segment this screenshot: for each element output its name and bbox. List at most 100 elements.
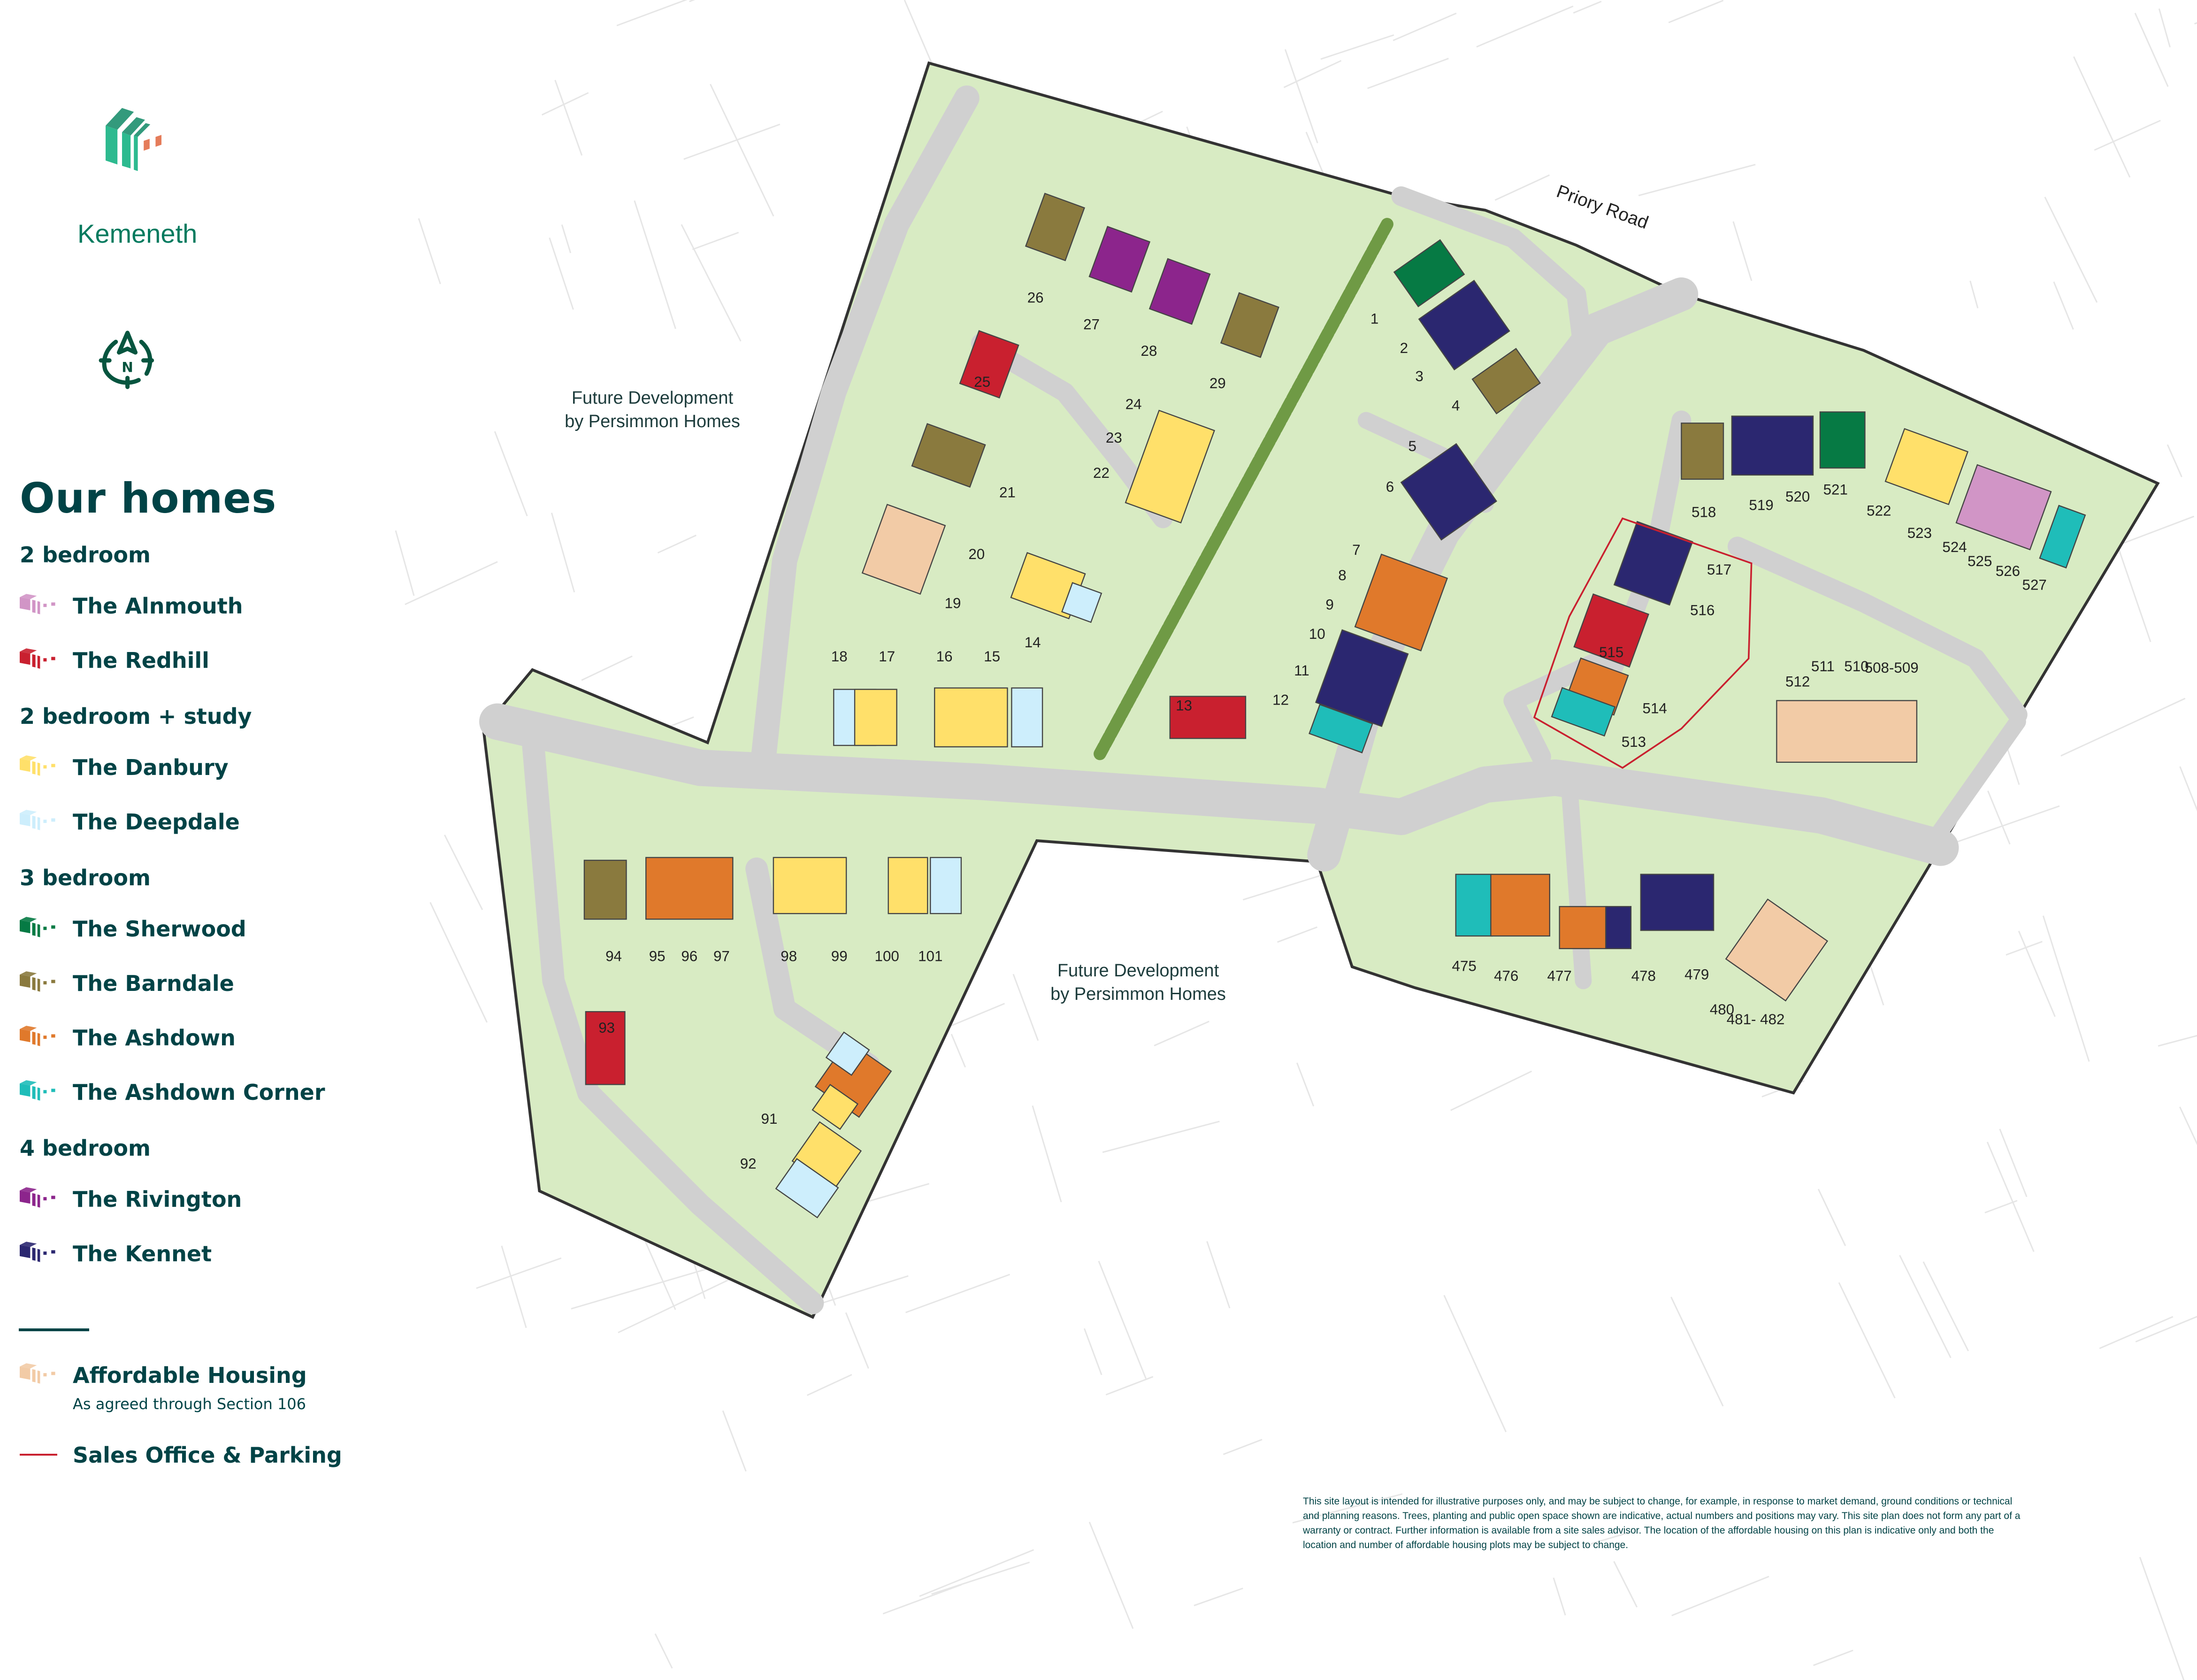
- house-plot[interactable]: [585, 1011, 626, 1085]
- house-plot[interactable]: [645, 857, 734, 920]
- house-plot[interactable]: [930, 857, 962, 914]
- house-plot[interactable]: [934, 687, 1008, 748]
- house-plot[interactable]: [1725, 898, 1829, 1002]
- plot-number: 477: [1547, 967, 1572, 984]
- house-plot[interactable]: [1605, 906, 1632, 950]
- house-plot[interactable]: [811, 1084, 859, 1130]
- context-line: [551, 513, 575, 593]
- house-plot[interactable]: [1025, 192, 1085, 261]
- context-line: [654, 1633, 673, 1669]
- house-type-icon: [20, 753, 59, 782]
- house-plot[interactable]: [1088, 226, 1151, 293]
- house-plot[interactable]: [861, 504, 946, 595]
- plot-number: 2: [1400, 340, 1408, 356]
- plot-number: 5: [1408, 438, 1416, 454]
- house-plot[interactable]: [1613, 521, 1693, 606]
- house-plot[interactable]: [1819, 411, 1866, 469]
- plot-number: 98: [781, 948, 797, 965]
- legend-item: The Sherwood: [20, 915, 246, 943]
- house-plot[interactable]: [888, 857, 928, 914]
- context-line: [618, 1271, 746, 1334]
- house-plot[interactable]: [1455, 874, 1493, 937]
- house-plot[interactable]: [773, 857, 847, 914]
- plot-number: 523: [1907, 525, 1932, 541]
- plot-number: 19: [945, 595, 961, 611]
- plot-number: 93: [598, 1020, 615, 1036]
- context-line: [683, 123, 781, 160]
- house-plot[interactable]: [1061, 582, 1102, 623]
- plot-number: 23: [1106, 430, 1122, 446]
- plot-number: 24: [1125, 396, 1142, 413]
- house-plot[interactable]: [1681, 422, 1724, 480]
- house-plot[interactable]: [825, 1031, 870, 1076]
- sales-office-line-icon: [20, 1454, 57, 1456]
- house-plot[interactable]: [1573, 593, 1649, 668]
- context-line: [692, 231, 739, 250]
- house-plot[interactable]: [1776, 700, 1918, 763]
- house-plot[interactable]: [1125, 409, 1215, 524]
- context-line: [1813, 1649, 1853, 1666]
- context-line: [634, 200, 676, 329]
- house-plot[interactable]: [854, 689, 897, 746]
- house-plot[interactable]: [1418, 279, 1510, 371]
- plot-number: 21: [999, 484, 1016, 501]
- house-plot[interactable]: [2039, 505, 2086, 569]
- house-plot[interactable]: [1169, 696, 1247, 739]
- context-line: [1105, 1376, 1154, 1396]
- legend-item-label: The Alnmouth: [73, 593, 243, 619]
- legend-item: The Barndale: [20, 969, 234, 997]
- house-plot[interactable]: [1354, 553, 1448, 652]
- plot-number: 13: [1176, 697, 1192, 713]
- legend-group-heading: 4 bedroom: [20, 1135, 151, 1161]
- house-plot[interactable]: [583, 859, 627, 920]
- plot-number: 27: [1083, 316, 1100, 332]
- context-line: [1668, 0, 1724, 23]
- road: [1391, 186, 1593, 361]
- house-plot[interactable]: [1393, 239, 1465, 307]
- legend-title: Our homes: [20, 474, 277, 522]
- house-plot[interactable]: [775, 1158, 839, 1219]
- context-line: [581, 655, 633, 681]
- context-line: [2094, 120, 2161, 151]
- house-plot[interactable]: [1148, 258, 1211, 325]
- house-plot[interactable]: [1490, 874, 1550, 937]
- context-line: [1984, 1200, 2018, 1213]
- plot-number: 20: [968, 546, 985, 562]
- context-line: [950, 1034, 966, 1068]
- context-line: [1937, 805, 2060, 850]
- house-plot[interactable]: [1731, 415, 1814, 476]
- plot-number: 92: [740, 1155, 757, 1172]
- context-line: [1284, 49, 1318, 144]
- house-plot[interactable]: [1011, 687, 1043, 748]
- plot-number: 11: [1294, 662, 1309, 679]
- priory-road-label: Priory Road: [1554, 181, 1651, 233]
- house-plot[interactable]: [1955, 464, 2052, 551]
- house-plot[interactable]: [1884, 428, 1969, 506]
- road: [521, 724, 824, 1314]
- plot-number: 479: [1684, 967, 1709, 983]
- house-plot[interactable]: [1315, 629, 1409, 727]
- house-plot[interactable]: [1551, 687, 1616, 737]
- legend-item-label: The Ashdown Corner: [73, 1080, 325, 1105]
- house-plot[interactable]: [1640, 874, 1715, 931]
- house-plot[interactable]: [1309, 704, 1373, 753]
- house-plot[interactable]: [1400, 443, 1497, 541]
- legend-item: The Rivington: [20, 1185, 242, 1213]
- plot-number: 101: [918, 948, 942, 965]
- house-plot[interactable]: [911, 423, 986, 488]
- context-line: [1671, 1575, 1769, 1617]
- plot-number: 514: [1643, 700, 1667, 716]
- disclaimer-text: This site layout is intended for illustr…: [1303, 1496, 2021, 1550]
- context-line: [2166, 444, 2182, 477]
- house-plot[interactable]: [1559, 906, 1608, 950]
- legend-item-label: The Kennet: [73, 1241, 212, 1266]
- house-plot[interactable]: [1220, 292, 1279, 358]
- house-plot[interactable]: [1471, 348, 1541, 414]
- future-development-label-south: Future Development by Persimmon Homes: [1026, 959, 1251, 1006]
- legend-item-label: The Rivington: [73, 1187, 242, 1212]
- svg-text:N: N: [122, 360, 133, 376]
- context-line: [1986, 1142, 2035, 1252]
- house-plot[interactable]: [959, 330, 1019, 399]
- context-line: [1553, 1577, 1566, 1616]
